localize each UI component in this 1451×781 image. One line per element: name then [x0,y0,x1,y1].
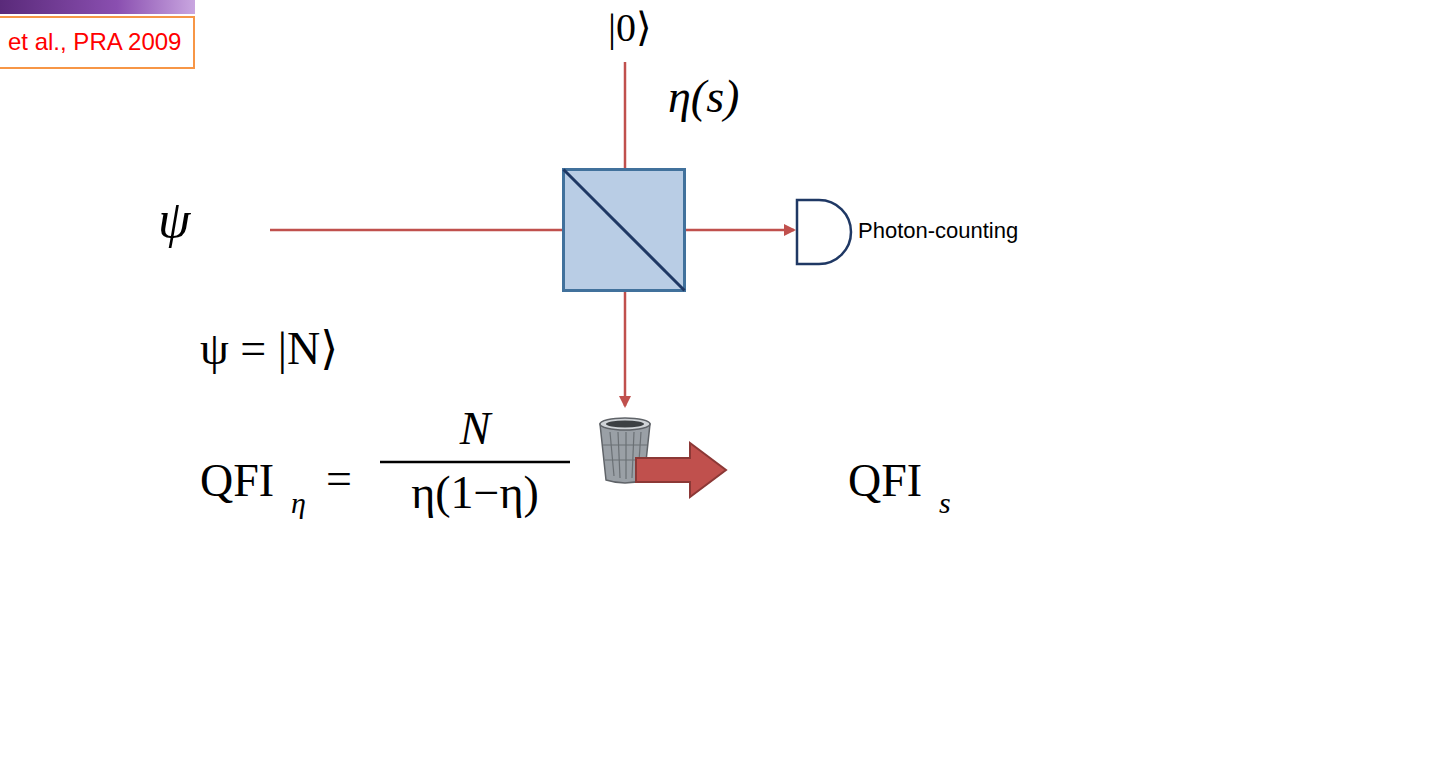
input-beam [270,229,562,232]
beam-splitter: η(s) [562,168,686,292]
discarded-beam [624,292,627,406]
implication-arrow [636,443,726,497]
citation-text: et al., PRA 2009 [8,28,181,57]
fraction-bar [380,461,570,464]
qfi-subscript: η [291,488,306,518]
fraction-denominator: η(1−η) [380,470,570,516]
detector-label: Photon-counting [858,218,1018,244]
vacuum-input-beam [624,62,627,168]
beam-connector [686,229,794,232]
qfi-symbol: QFI [200,458,274,504]
detector-shape [795,198,853,266]
transmissivity-label: η(s) [668,74,739,120]
qfi-symbol: QFI [848,458,922,504]
vacuum-ket: |0⟩ [608,8,652,48]
cropped-image [0,0,195,14]
fraction-numerator: N [380,406,570,452]
state-definition: ψ = |N⟩ [200,326,338,372]
citation-box: et al., PRA 2009 [0,16,195,69]
equals-sign: = [326,456,352,502]
qfi-subscript: s [939,488,951,518]
input-state-symbol: ψ [158,194,190,246]
photon-detector: Photon-counting [795,198,853,266]
beam-splitter-cube [562,168,686,292]
